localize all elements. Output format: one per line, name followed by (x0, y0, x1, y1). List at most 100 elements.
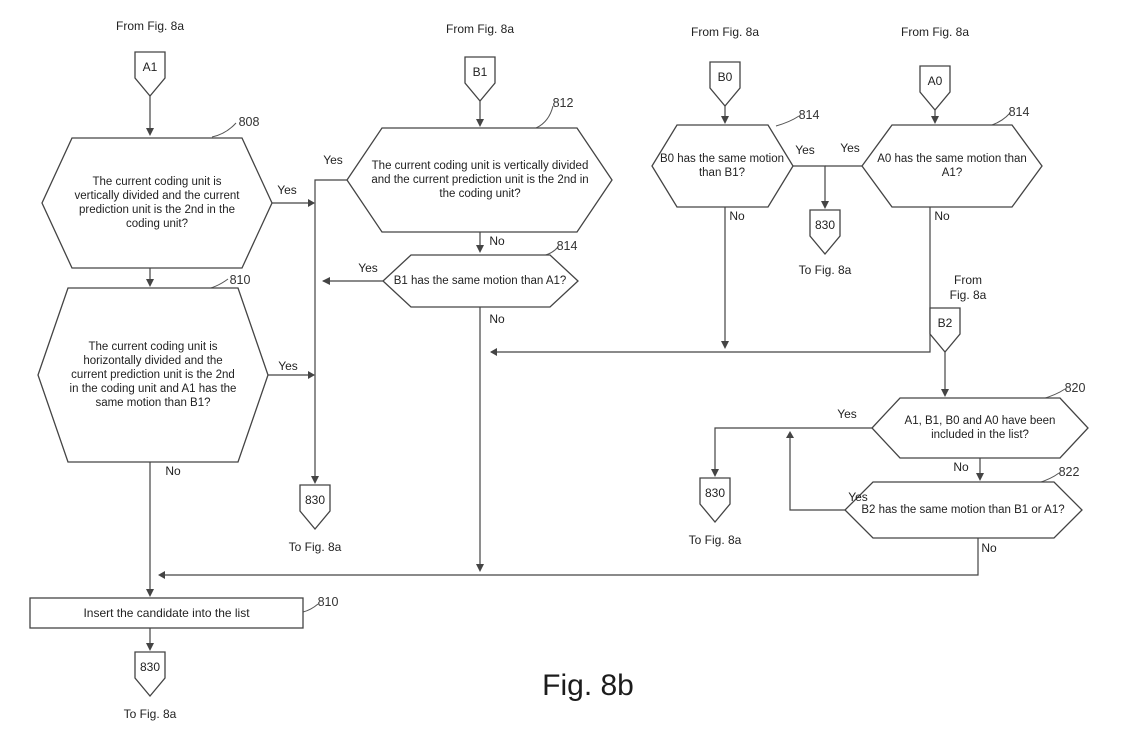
arrow-810-yes (308, 371, 315, 379)
arrow-a0 (931, 116, 939, 124)
decision-814-b0-shape (651, 124, 794, 208)
edge-label-no-814-b1: No (489, 312, 505, 326)
ref-812: 812 (552, 96, 574, 110)
edge-label-yes-808: Yes (277, 183, 297, 197)
arrowheads (146, 116, 984, 651)
from-label-b2: From Fig. 8a (949, 273, 987, 302)
edge-label-yes-814-b1: Yes (358, 261, 378, 275)
decision-810-shape (37, 287, 269, 463)
arrow-814a0-no (490, 348, 497, 356)
from-label-a0: From Fig. 8a (900, 25, 970, 39)
to-label-right: To Fig. 8a (688, 533, 742, 547)
arrow-814b1-yes (322, 277, 330, 285)
edge-label-no-810: No (165, 464, 181, 478)
ref-814-b0: 814 (798, 108, 820, 122)
edge-label-no-812: No (489, 234, 505, 248)
arrow-814b1-no (476, 564, 484, 572)
node-shapes (29, 51, 1089, 698)
arrow-822-yes (786, 431, 794, 438)
ref-814-b1: 814 (556, 239, 578, 253)
arrow-b0 (721, 116, 729, 124)
edge-label-yes-810: Yes (278, 359, 298, 373)
connector-a0-shape (919, 65, 951, 112)
edge-822-yes (789, 433, 845, 511)
connector-b2-label: B2 (937, 316, 953, 330)
connector-830-right-label: 830 (704, 486, 726, 500)
connector-830-mid-label: 830 (304, 493, 326, 507)
decision-814-a0-shape (861, 124, 1043, 208)
decision-812-shape (346, 127, 613, 233)
decision-808-shape (41, 137, 273, 269)
connector-b1-shape (464, 56, 496, 103)
edge-label-no-820: No (953, 460, 969, 474)
edge-label-yes-822: Yes (848, 490, 868, 504)
connector-830-right-shape (699, 477, 731, 524)
arrow-b1 (476, 119, 484, 127)
process-insert-text: Insert the candidate into the list (83, 605, 250, 620)
decision-812-text: The current coding unit is vertically di… (371, 159, 589, 200)
connector-b1-label: B1 (472, 65, 488, 79)
decision-814-b1-shape (382, 254, 579, 308)
arrow-830-top (821, 201, 829, 209)
edge-814a0-no (491, 207, 931, 353)
arrow-812-no (476, 245, 484, 253)
process-insert-shape (29, 597, 304, 629)
connector-b0-shape (709, 61, 741, 108)
edge-label-yes-820: Yes (837, 407, 857, 421)
decision-814-a0-text: A0 has the same motion than A1? (877, 152, 1027, 179)
arrow-830-right (711, 469, 719, 477)
arrow-b2 (941, 389, 949, 397)
arrow-820-no (976, 473, 984, 481)
from-label-b0: From Fig. 8a (690, 25, 760, 39)
edge-label-no-814-a0: No (934, 209, 950, 223)
connector-830-top-label: 830 (814, 218, 836, 232)
connector-a1-label: A1 (142, 60, 158, 74)
edge-label-yes-814-b0: Yes (795, 143, 815, 157)
arrow-merge-left (158, 571, 165, 579)
arrow-into-insert (146, 589, 154, 597)
arrow-808-yes (308, 199, 315, 207)
to-label-bottom: To Fig. 8a (123, 707, 177, 721)
decision-822-text: B2 has the same motion than B1 or A1? (861, 503, 1065, 516)
ref-leader-814-a0 (991, 112, 1011, 126)
decision-808-text: The current coding unit is vertically di… (74, 175, 240, 231)
ref-insert: 810 (317, 595, 339, 609)
edges (149, 96, 981, 648)
connector-b2-shape (929, 307, 961, 354)
connector-830-mid-shape (299, 484, 331, 531)
arrow-a1 (146, 128, 154, 136)
decision-810-text: The current coding unit is horizontally … (69, 340, 237, 410)
ref-leader-insert (302, 603, 319, 613)
to-label-top: To Fig. 8a (798, 263, 852, 277)
connector-a0-label: A0 (927, 74, 943, 88)
ref-leader-812 (535, 105, 554, 129)
connector-830-bottom-label: 830 (139, 660, 161, 674)
arrow-814b0-no (721, 341, 729, 349)
ref-810: 810 (229, 273, 251, 287)
decision-814-b0-text: B0 has the same motion than B1? (659, 152, 784, 179)
ref-822: 822 (1058, 465, 1080, 479)
ref-leader-814-b0 (775, 115, 800, 127)
connector-830-bottom-shape (134, 651, 166, 698)
decision-814-b1-text: B1 has the same motion than A1? (393, 274, 567, 287)
ref-leader-808 (211, 122, 237, 138)
edge-812-yes-trunk (314, 179, 347, 481)
figure-caption: Fig. 8b (542, 669, 634, 702)
ref-820: 820 (1064, 381, 1086, 395)
to-label-mid: To Fig. 8a (288, 540, 342, 554)
edge-label-yes-812: Yes (323, 153, 343, 167)
edge-820-yes (714, 427, 872, 474)
connector-b0-label: B0 (717, 70, 733, 84)
decision-820-shape (871, 397, 1089, 459)
ref-808: 808 (238, 115, 260, 129)
arrow-trunk-830 (311, 476, 319, 484)
decision-820-text: A1, B1, B0 and A0 have been included in … (904, 414, 1056, 441)
arrow-808-no (146, 279, 154, 287)
ref-814-a0: 814 (1008, 105, 1030, 119)
edge-label-yes-814-a0: Yes (840, 141, 860, 155)
connector-830-top-shape (809, 209, 841, 256)
decision-822-shape (844, 481, 1083, 539)
from-label-a1: From Fig. 8a (115, 19, 185, 33)
arrow-830-bottom (146, 643, 154, 651)
